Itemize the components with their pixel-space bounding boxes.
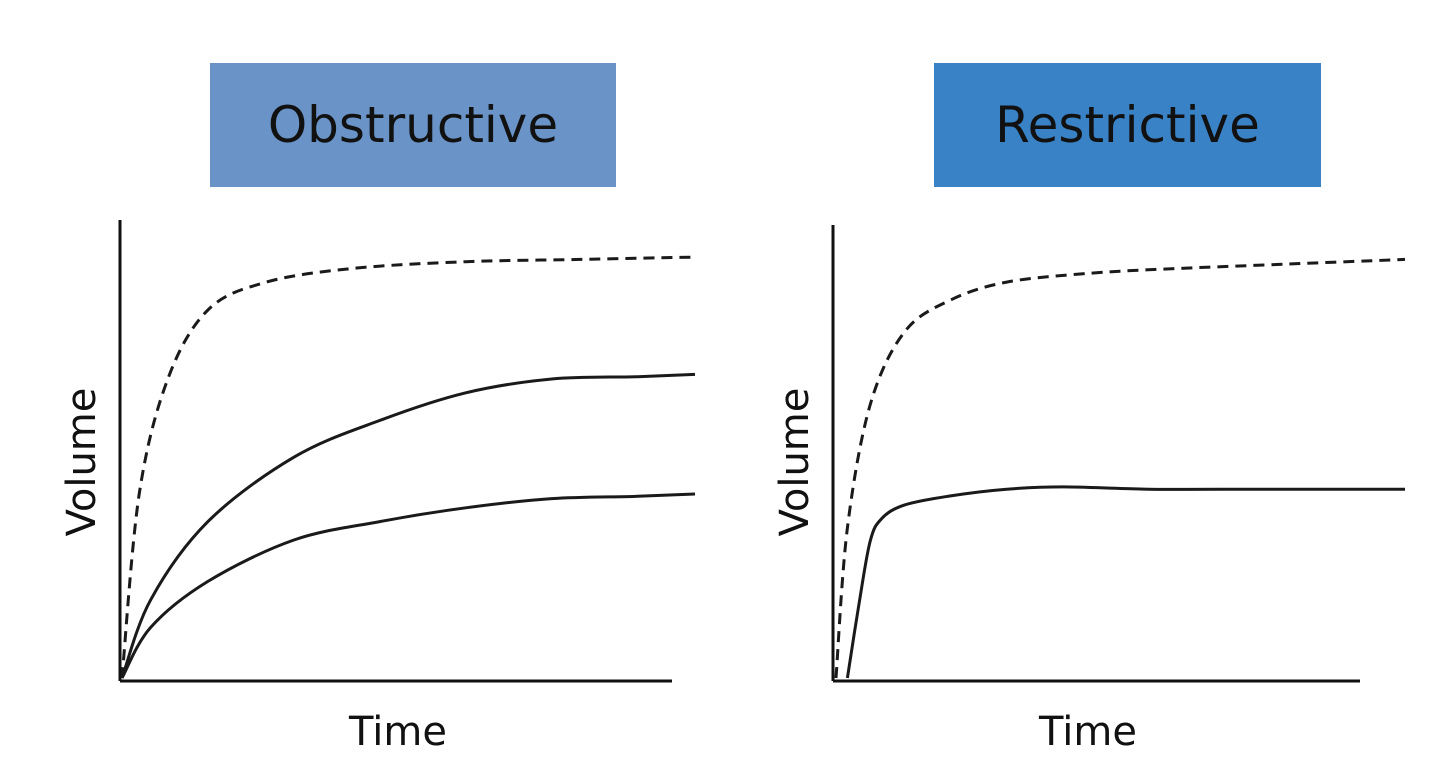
curve-obstructive-0 — [120, 255, 696, 679]
series-layer-obstructive — [120, 255, 696, 679]
y-axis-label-obstructive: Volume — [59, 388, 105, 537]
chart-restrictive: Time Volume — [772, 225, 1406, 755]
curve-restrictive-1 — [845, 485, 1405, 679]
curve-obstructive-1 — [120, 372, 696, 679]
chart-obstructive: Time Volume — [59, 220, 696, 755]
x-axis-label-restrictive: Time — [1038, 709, 1137, 755]
curve-restrictive-0 — [834, 257, 1406, 679]
panel-title-obstructive: Obstructive — [210, 63, 616, 187]
x-axis-label-obstructive: Time — [348, 709, 447, 755]
panel-title-restrictive: Restrictive — [934, 63, 1321, 187]
y-axis-label-restrictive: Volume — [772, 388, 818, 537]
series-layer-restrictive — [834, 257, 1406, 679]
curve-obstructive-2 — [120, 492, 696, 679]
